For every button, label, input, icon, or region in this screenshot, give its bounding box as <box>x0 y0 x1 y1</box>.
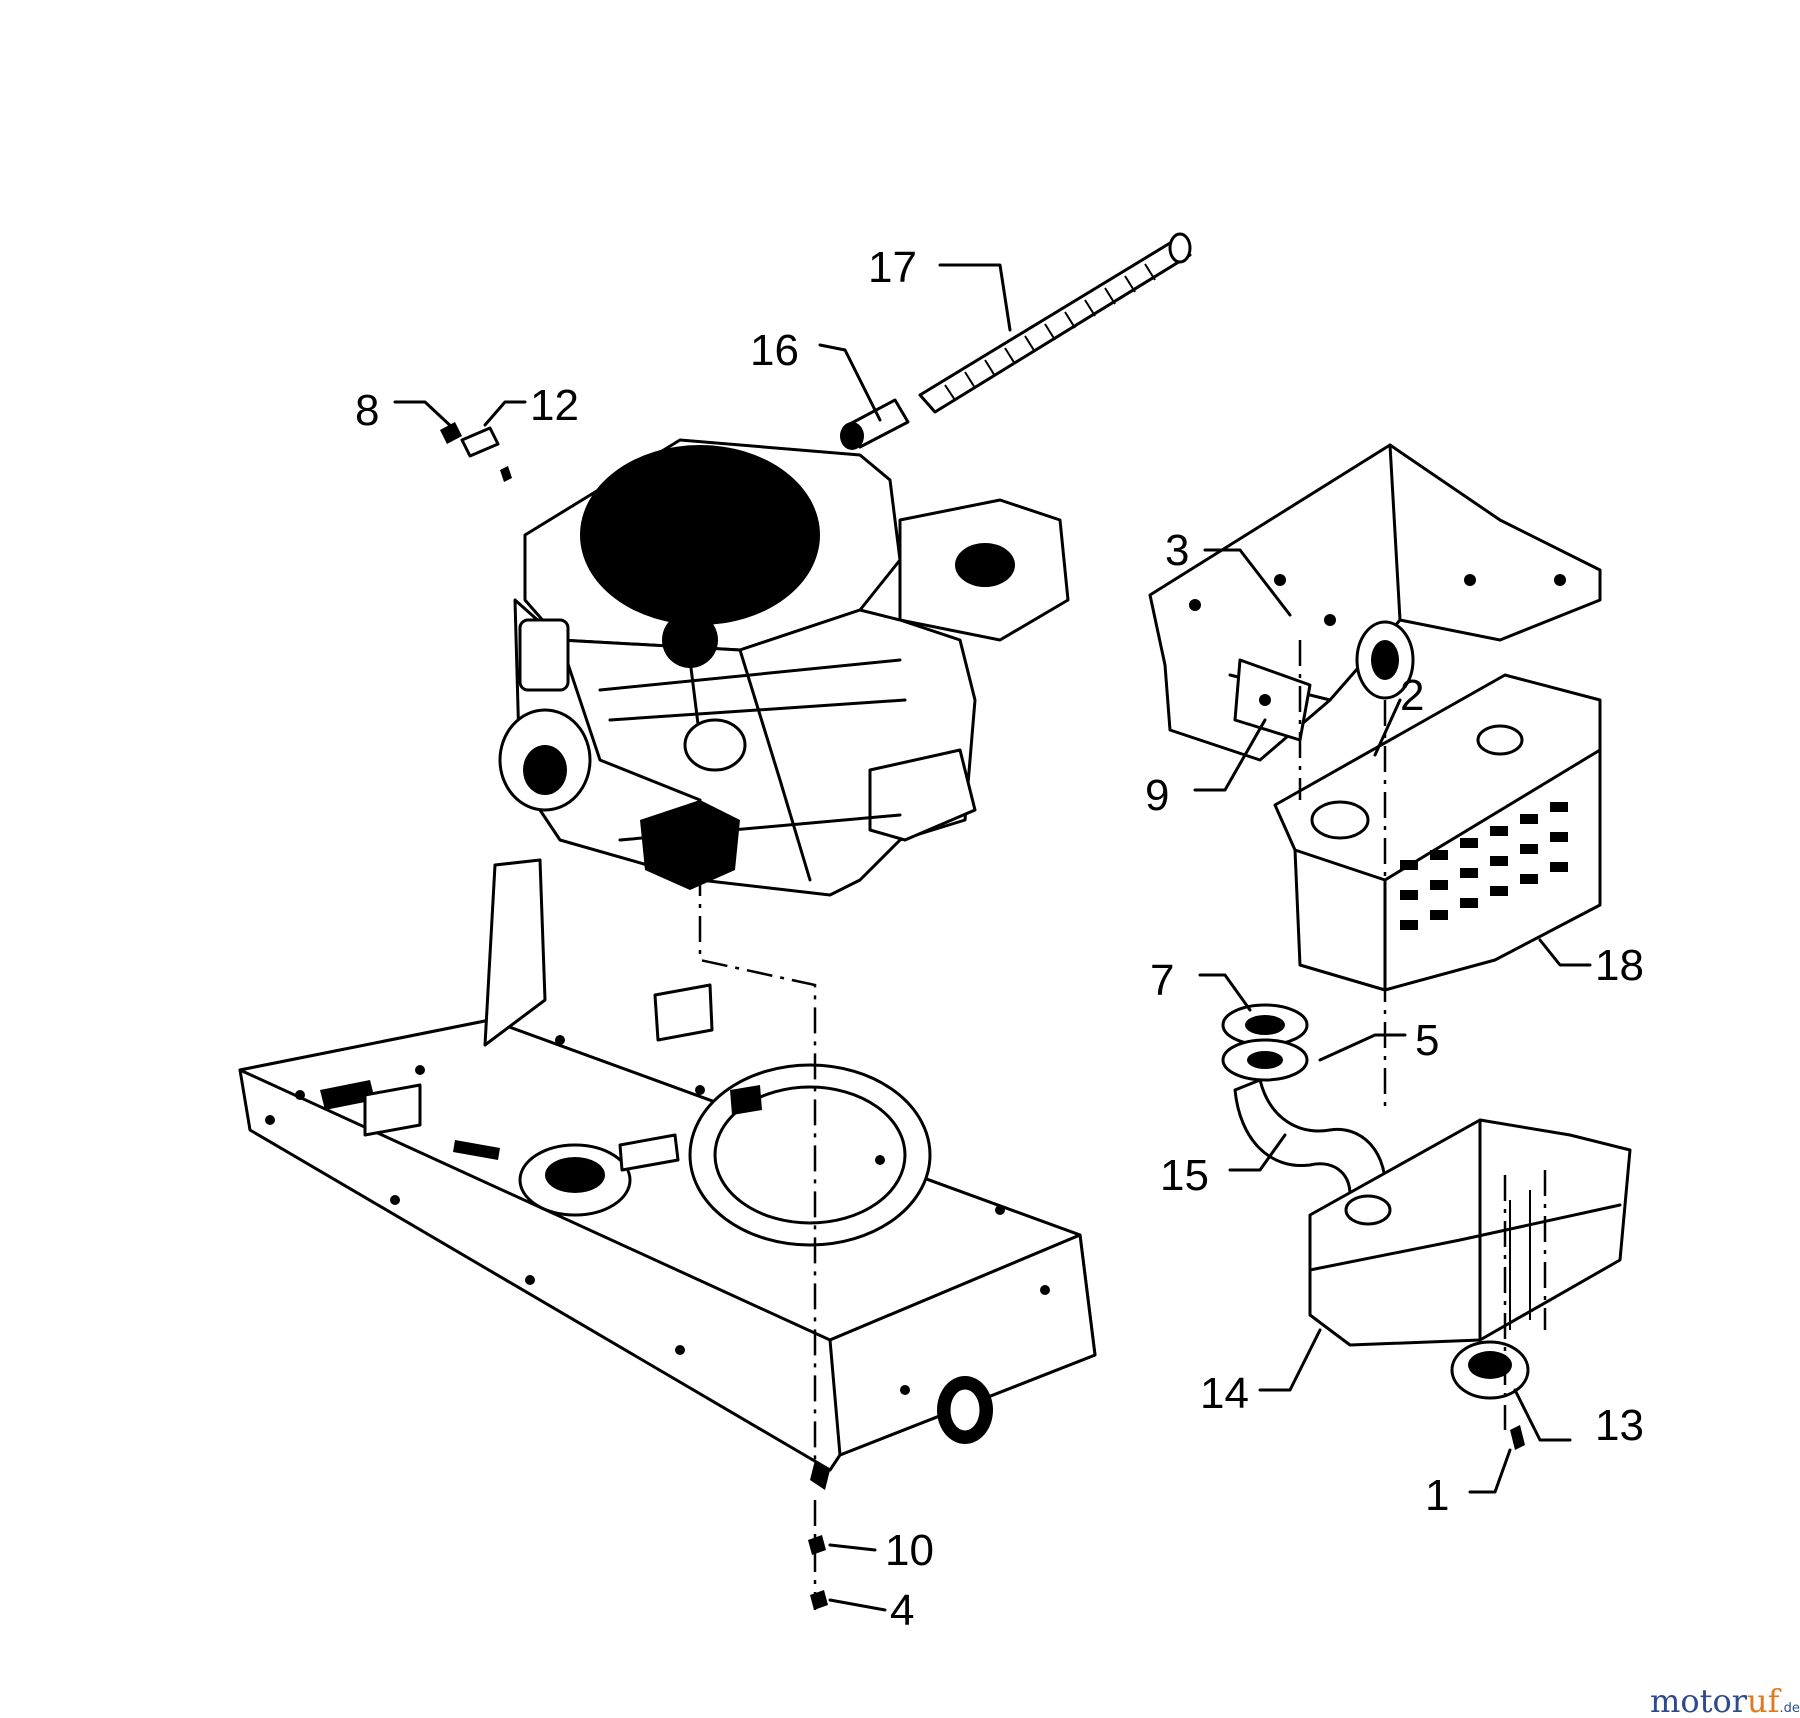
watermark-suffix: .de <box>1779 1701 1799 1716</box>
callout-15: 15 <box>1160 1151 1209 1200</box>
small-bolt-part <box>440 422 512 482</box>
callout-3: 3 <box>1165 526 1189 575</box>
callout-1: 1 <box>1425 1471 1449 1520</box>
watermark-part-a: motor <box>1650 1682 1748 1718</box>
watermark-part-b: uf <box>1747 1682 1782 1718</box>
callout-2: 2 <box>1400 671 1424 720</box>
callout-5: 5 <box>1415 1016 1439 1065</box>
svg-text:motoruf.de: motoruf.de <box>1650 1682 1800 1718</box>
watermark-logo: motoruf.de <box>1650 1682 1800 1718</box>
muffler <box>1308 1118 1632 1347</box>
callout-4: 4 <box>890 1586 914 1635</box>
callout-14: 14 <box>1200 1369 1249 1418</box>
callout-13: 13 <box>1595 1401 1644 1450</box>
screw-part <box>1510 1425 1525 1450</box>
fitting-part <box>840 398 910 450</box>
gasket-part <box>1221 1003 1309 1082</box>
bolt-bottom-part <box>808 1535 828 1610</box>
leader-lines <box>393 263 1592 1612</box>
mounting-plate <box>238 858 1097 1490</box>
callout-8: 8 <box>355 386 379 435</box>
callout-9: 9 <box>1145 771 1169 820</box>
callout-18: 18 <box>1595 941 1644 990</box>
callout-17: 17 <box>868 243 917 292</box>
muffler-guard <box>1273 673 1602 992</box>
callout-7: 7 <box>1150 956 1174 1005</box>
spring-part <box>918 232 1192 414</box>
callout-10: 10 <box>885 1526 934 1575</box>
assembly-lines <box>698 640 1547 1610</box>
callout-16: 16 <box>750 326 799 375</box>
engine-block <box>498 438 1070 897</box>
heat-shield-bracket <box>1148 443 1602 762</box>
callout-12: 12 <box>530 381 579 430</box>
deflector-part <box>1450 1340 1530 1400</box>
